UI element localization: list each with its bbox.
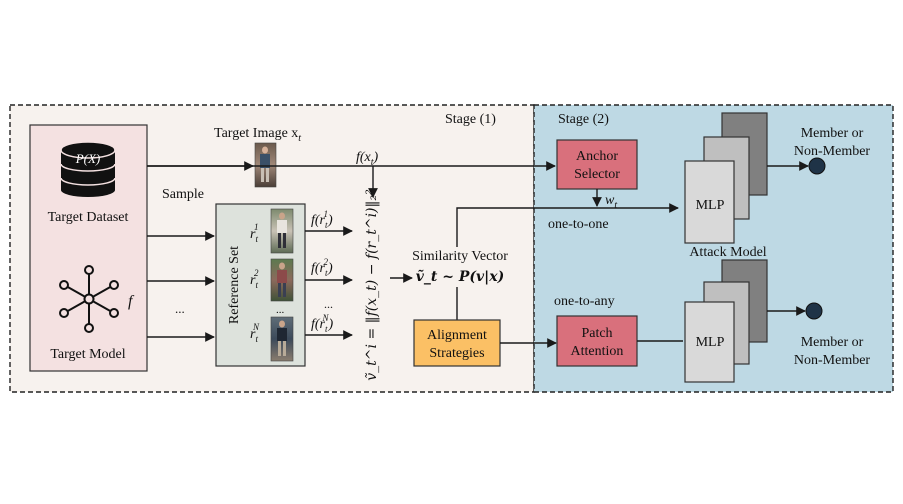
stage2-label: Stage (2) xyxy=(558,112,609,127)
ref-feature-2: f(rt2) xyxy=(311,257,333,278)
patch-attention-box xyxy=(556,315,638,367)
database-icon xyxy=(60,141,116,197)
output1-line1: Member or xyxy=(801,126,864,141)
network-graph-icon xyxy=(59,265,119,333)
alignment-line2: Strategies xyxy=(429,346,484,361)
similarity-title: Similarity Vector xyxy=(412,249,508,264)
output1-line2: Non-Member xyxy=(794,144,871,159)
mlp-label-bottom: MLP xyxy=(696,335,725,350)
target-dataset-symbol: P(X) xyxy=(75,151,101,166)
ref-dots: ... xyxy=(276,304,285,316)
ref-image-2 xyxy=(270,258,294,302)
target-image-label: Target Image xt xyxy=(214,126,301,144)
left-ellipsis: ... xyxy=(175,301,185,316)
anchor-line2: Selector xyxy=(574,167,620,182)
attack-model-label: Attack Model xyxy=(689,245,766,260)
ref-item-2-label: rt2 xyxy=(250,268,259,290)
alignment-line1: Alignment xyxy=(427,328,487,343)
target-dataset-label: Target Dataset xyxy=(48,210,129,225)
ref-feature-3: f(rtN) xyxy=(311,313,334,334)
wt-label: wt xyxy=(605,193,617,211)
reference-set-title: Reference Set xyxy=(227,246,242,324)
one-to-one-label: one-to-one xyxy=(548,217,609,232)
alignment-strategies-box xyxy=(413,319,501,367)
target-model-symbol: f xyxy=(128,293,135,310)
target-model-label: Target Model xyxy=(50,347,125,362)
output2-line2: Non-Member xyxy=(794,353,871,368)
stage1-label: Stage (1) xyxy=(445,112,496,127)
mid-ellipsis: ... xyxy=(324,297,333,311)
output-node-bottom xyxy=(805,302,823,320)
fx-label: f(xt) xyxy=(356,150,379,168)
ref-item-3-label: rtN xyxy=(250,322,260,344)
attack-model-mlp-stack-top xyxy=(684,112,768,244)
ref-image-1 xyxy=(270,208,294,254)
distance-formula: ṽ_t^i = ‖f(x_t) − f(r_t^i)‖₂² xyxy=(364,189,380,381)
one-to-any-label: one-to-any xyxy=(554,294,615,309)
patch-line1: Patch xyxy=(581,326,612,341)
target-image-thumbnail xyxy=(254,142,277,188)
patch-line2: Attention xyxy=(571,344,624,359)
one-to-one-path xyxy=(456,203,679,247)
anchor-line1: Anchor xyxy=(576,149,618,164)
similarity-formula: ṽ_t ~ P(v|x) xyxy=(416,268,504,285)
output2-line1: Member or xyxy=(801,335,864,350)
mlp-label-top: MLP xyxy=(696,198,725,213)
ref-item-1-label: rt1 xyxy=(250,222,258,244)
ref-image-3 xyxy=(270,316,294,362)
sample-label: Sample xyxy=(162,187,204,202)
ref-feature-1: f(rt1) xyxy=(311,209,333,230)
output-node-top xyxy=(808,157,826,175)
attack-model-mlp-stack-bottom xyxy=(684,259,768,383)
